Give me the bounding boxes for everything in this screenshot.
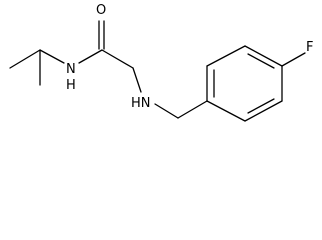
ring-bond-3 [244,45,283,67]
bond-methyl-left [9,49,41,69]
chemical-structure: O N H HN F [9,3,313,122]
ring-bond-6 [206,100,246,122]
bond-ch2-to-nh [132,67,142,93]
bond-nh-to-carbonyl [78,49,103,64]
bond-ring-to-fluorine [281,52,306,67]
amine-nh-label: HN [131,96,151,111]
bond-benzyl-to-ring [177,100,208,119]
oxygen-label: O [96,3,106,18]
ring-inner-bond-bottom [247,98,275,114]
ring-bond-2 [206,45,246,67]
fluorine-label: F [306,40,313,55]
ring-inner-bond-top [247,53,275,69]
bond-carbonyl-to-ch2 [101,49,134,69]
bond-ch-to-nh [39,49,65,64]
amide-nitrogen-label: N [66,62,76,77]
ring-bond-5 [244,100,283,122]
amide-hydrogen-label: H [66,78,76,93]
bond-nh-to-benzyl [154,103,179,119]
